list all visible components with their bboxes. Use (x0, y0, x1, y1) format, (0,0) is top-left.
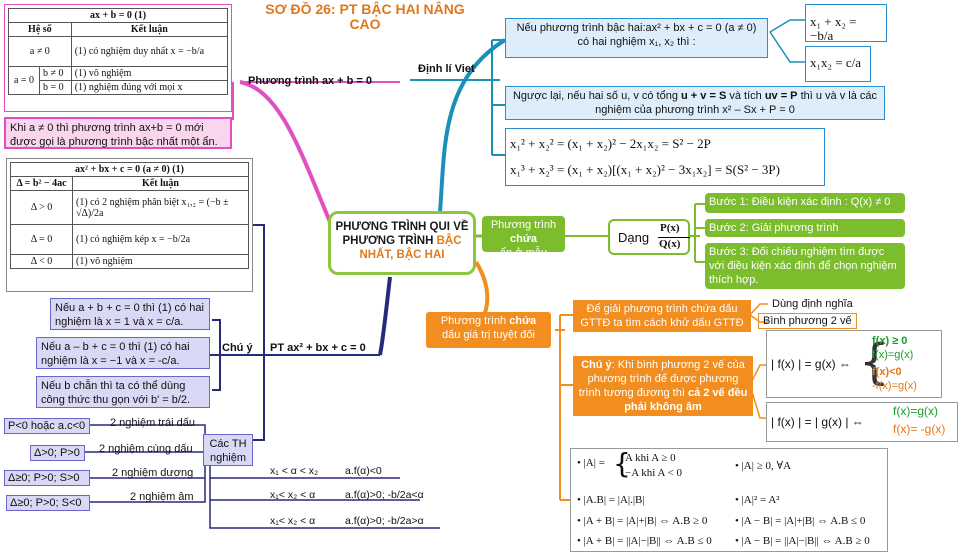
absolute-method-1: Dùng định nghĩa (772, 298, 853, 310)
quadratic-table: ax² + bx + c = 0 (a ≠ 0) (1) Δ = b² − 4a… (10, 162, 249, 269)
viet-sum: x₁ + x₂ = −b/a (805, 4, 887, 43)
linear-row2a-sub: b ≠ 0 (39, 66, 72, 81)
absolute-eq-1: | f(x) | = g(x) ⇔ { f(x) ≥ 0 f(x)=g(x) f… (766, 330, 942, 398)
linear-row1-result: (1) có nghiệm duy nhất x = −b/a (70, 36, 229, 67)
pink-branch (239, 80, 332, 223)
absolute-method-2: Bình phương 2 vế (758, 313, 857, 329)
position-2-cond: a.f(α)>0; -b/2a<α (345, 489, 424, 501)
center-line2: PHƯƠNG TRÌNH BẬC (342, 235, 462, 247)
linear-col-result: Kết luận (70, 22, 229, 37)
page-title: SƠ ĐỒ 26: PT BẬC HAI NÂNG CAO (265, 1, 465, 32)
prop-diff2: • |A − B| = ||A|−|B|| ⇔ A.B ≥ 0 (735, 535, 870, 547)
linear-col-coef: Hệ số (8, 22, 72, 37)
fraction-step-1: Bước 1: Điều kiện xác định : Q(x) ≠ 0 (705, 193, 905, 213)
absolute-eq-2: | f(x) | = | g(x) | ⇔ f(x)=g(x) f(x)= -g… (766, 402, 958, 442)
absolute-eq1-cond4: -f(x)=g(x) (872, 380, 917, 392)
linear-row2b-sub: b = 0 (39, 80, 72, 95)
position-1-cond: a.f(α)<0 (345, 465, 382, 477)
absolute-eq1-cond1: f(x) ≥ 0 (872, 335, 908, 347)
quadratic-col-result: Kết luận (72, 176, 249, 191)
case-1-label: 2 nghiệm trái dấu (110, 417, 195, 429)
absolute-eq2-cond2: f(x)= -g(x) (893, 422, 946, 436)
quadratic-table-frame: ax² + bx + c = 0 (a ≠ 0) (1) Δ = b² − 4a… (6, 158, 253, 292)
linear-branch-label: Phương trình ax + b = 0 (248, 75, 372, 87)
teal-branch (438, 38, 507, 213)
case-3-label: 2 nghiệm dương (112, 467, 194, 479)
viet-identities: x₁² + x₂² = (x₁ + x₂)² − 2x₁x₂ = S² − 2P… (505, 128, 825, 186)
prop-def-top: A khi A ≥ 0 (625, 452, 676, 464)
quadratic-r1-cond: Δ > 0 (10, 190, 73, 225)
quadratic-col-delta: Δ = b² − 4ac (10, 176, 73, 191)
center-line3: NHẤT, BẬC HAI (359, 249, 445, 261)
fraction-form: Dạng P(x) Q(x) (608, 219, 690, 255)
linear-row2a-result: (1) vô nghiệm (70, 66, 229, 81)
linear-row1-coef: a ≠ 0 (8, 36, 72, 67)
viet-box-1: Nếu phương trình bậc hai:ax² + bx + c = … (505, 18, 768, 58)
prop-sum2: • |A + B| = ||A|−|B|| ⇔ A.B ≤ 0 (577, 535, 712, 547)
quadratic-note-1: Nếu a + b + c = 0 thì (1) có hai nghiệm … (50, 298, 210, 330)
absolute-eq1-cond3: f(x)<0 (872, 366, 902, 378)
navy-branch (378, 276, 392, 356)
prop-def-bot: −A khi A < 0 (625, 467, 683, 479)
position-3-cond: a.f(α)>0; -b/2a>α (345, 515, 424, 527)
absolute-note: Chú ý: Khi bình phương 2 vế của phương t… (573, 356, 753, 416)
case-3-cond: Δ≥0; P>0; S>0 (4, 470, 90, 486)
prop-diff1: • |A − B| = |A|+|B| ⇔ A.B ≤ 0 (735, 515, 866, 527)
absolute-eq2-lhs: | f(x) | = | g(x) | ⇔ (771, 415, 864, 429)
viet-eq-1: x₁² + x₂² = (x₁ + x₂)² − 2x₁x₂ = S² − 2P (510, 136, 711, 151)
quadratic-branch-label: PT ax² + bx + c = 0 (270, 342, 366, 354)
center-line1: PHƯƠNG TRÌNH QUI VỀ (335, 221, 469, 233)
quadratic-r3-result: (1) vô nghiệm (72, 254, 249, 269)
fraction-form-num: P(x) (660, 222, 680, 234)
central-topic: PHƯƠNG TRÌNH QUI VỀ PHƯƠNG TRÌNH BẬC NHẤ… (328, 211, 476, 275)
viet-eq-2: x₁³ + x₂³ = (x₁ + x₂)[(x₁ + x₂)² − 3x₁x₂… (510, 162, 780, 177)
position-2-rel: x₁< x₂ < α (270, 489, 316, 501)
fraction-form-den: Q(x) (659, 238, 681, 250)
quadratic-r2-cond: Δ = 0 (10, 224, 73, 255)
position-3-rel: x₁< x₂ < α (270, 515, 316, 527)
linear-note: Khi a ≠ 0 thì phương trình ax+b = 0 mới … (4, 117, 232, 149)
case-2-cond: Δ>0; P>0 (30, 445, 85, 461)
quadratic-r1-result: (1) có 2 nghiệm phân biệt x₁,₂ = (−b ± √… (72, 190, 249, 225)
cases-label: Các TH nghiệm (203, 434, 253, 466)
case-4-label: 2 nghiệm âm (130, 491, 194, 503)
case-2-label: 2 nghiệm cùng dấu (99, 443, 193, 455)
quadratic-note-3: Nếu b chẵn thì ta có thể dùng công thức … (36, 376, 210, 408)
prop-sq: • |A|² = A² (735, 494, 780, 506)
viet-box-2: Ngược lại, nếu hai số u, v có tổng u + v… (505, 86, 885, 120)
quadratic-table-title: ax² + bx + c = 0 (a ≠ 0) (1) (10, 162, 249, 177)
fraction-form-prefix: Dạng (618, 230, 650, 245)
fraction-step-3: Bước 3: Đối chiếu nghiệm tìm được với đi… (705, 243, 905, 289)
fraction-step-2: Bước 2: Giải phương trình (705, 219, 905, 237)
position-1-rel: x₁ < α < x₂ (270, 465, 319, 477)
case-1-cond: P<0 hoặc a.c<0 (4, 418, 90, 434)
case-4-cond: Δ≥0; P>0; S<0 (6, 495, 90, 511)
quadratic-r3-cond: Δ < 0 (10, 254, 73, 269)
viet-branch-label: Định lí Viet (418, 63, 475, 75)
linear-row2b-result: (1) nghiệm đúng với mọi x (70, 80, 229, 95)
absolute-eq1-cond2: f(x)=g(x) (872, 349, 914, 361)
absolute-properties: • |A| = { A khi A ≥ 0 −A khi A < 0 • |A|… (570, 447, 888, 552)
quadratic-note-label: Chú ý (222, 342, 253, 354)
viet-prod: x₁x₂ = c/a (805, 46, 871, 82)
quadratic-note-2: Nếu a – b + c = 0 thì (1) có hai nghiệm … (36, 337, 210, 369)
prop-prod: • |A.B| = |A|.|B| (577, 494, 645, 506)
absolute-eq2-cond1: f(x)=g(x) (893, 404, 938, 418)
quadratic-r2-result: (1) có nghiệm kép x = −b/2a (72, 224, 249, 255)
linear-row2-coef: a = 0 (7, 66, 41, 95)
absolute-eq1-lhs: | f(x) | = g(x) ⇔ (771, 357, 851, 371)
linear-table-title: ax + b = 0 (1) (8, 8, 228, 23)
absolute-method: Để giải phương trình chứa dấu GTTĐ ta tì… (573, 300, 751, 332)
prop-nonneg: • |A| ≥ 0, ∀A (735, 460, 792, 472)
prop-sum1: • |A + B| = |A|+|B| ⇔ A.B ≥ 0 (577, 515, 708, 527)
